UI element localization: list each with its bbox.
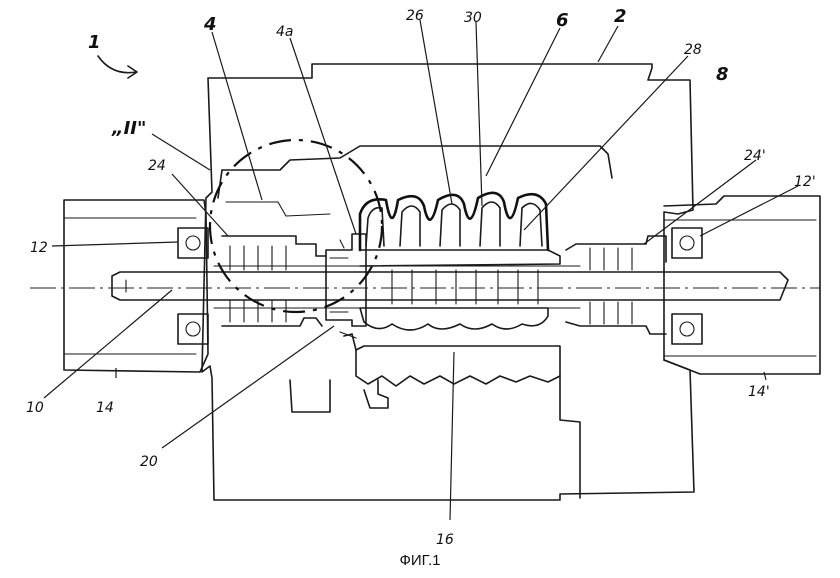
right-bearing-housing (663, 195, 821, 375)
balance-piston (325, 233, 367, 327)
housing-inner-step (225, 201, 331, 217)
label-4: 4 (203, 14, 217, 35)
right-bearing-ball-lower (679, 321, 695, 337)
label-2: 2 (614, 6, 627, 27)
right-seal (565, 235, 667, 335)
left-bearing-ball (185, 235, 201, 251)
label-ii: „II" (111, 118, 146, 139)
label-12: 12 (30, 240, 48, 256)
balance-piston-detail (329, 239, 357, 339)
left-bearing-ball-lower (185, 321, 201, 337)
shaft (111, 271, 789, 301)
right-seal-ribs (589, 247, 633, 325)
left-bearing-housing (63, 199, 209, 373)
label-8: 8 (716, 64, 729, 85)
housing-inner-top (221, 145, 613, 179)
label-28: 28 (684, 42, 702, 58)
reference-arrow-1 (97, 55, 138, 79)
label-20: 20 (140, 454, 158, 470)
impeller-hub-row (359, 249, 561, 267)
label-12-prime: 12' (794, 174, 816, 190)
label-24: 24 (148, 158, 166, 174)
label-30: 30 (464, 10, 482, 26)
label-16: 16 (436, 532, 454, 548)
label-1: 1 (88, 32, 101, 53)
left-bearing-housing-inner (63, 217, 197, 355)
impeller-stack-outer (358, 191, 550, 252)
right-bearing-housing-inner (663, 219, 817, 357)
label-10: 10 (26, 400, 44, 416)
label-14: 14 (96, 400, 114, 416)
label-26: 26 (406, 8, 424, 24)
lower-volute-outline (355, 349, 561, 387)
right-bearing (671, 227, 703, 259)
label-4a: 4a (276, 24, 294, 40)
label-6: 6 (556, 10, 569, 31)
figure-caption: ФИГ.1 (399, 552, 441, 569)
impeller-blade-marks (391, 269, 539, 305)
right-bearing-lower (671, 313, 703, 345)
leader-lines (43, 19, 799, 521)
left-bearing (177, 227, 209, 259)
housing-outline (201, 63, 695, 501)
label-24-prime: 24' (744, 148, 766, 164)
detail-circle-ii (208, 138, 384, 314)
left-seal-ribs (229, 245, 287, 323)
left-bearing-lower (177, 313, 209, 345)
right-bearing-ball (679, 235, 695, 251)
label-14-prime: 14' (748, 384, 770, 400)
left-seal (221, 235, 327, 327)
impeller-hub-row-lower (359, 307, 549, 331)
lower-volute (289, 333, 581, 499)
